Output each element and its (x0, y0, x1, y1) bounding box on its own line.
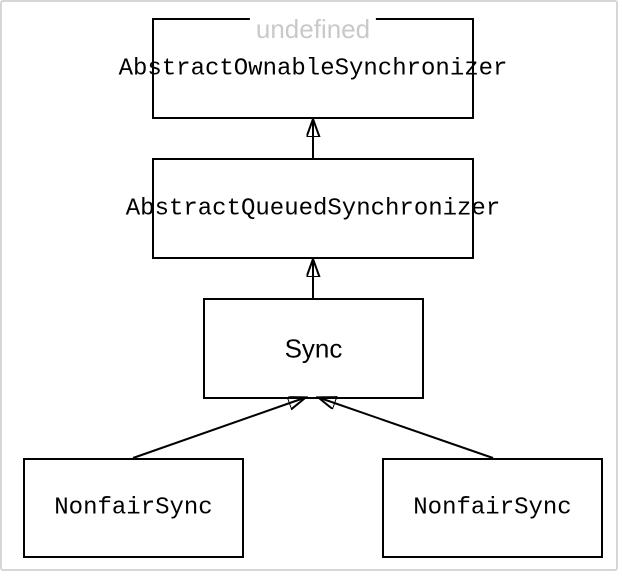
class-node-nonfairsync-left: NonfairSync (23, 458, 244, 558)
class-node-label: AbstractQueuedSynchronizer (125, 195, 501, 222)
class-node-label: Sync (284, 333, 343, 363)
diagram-frame (0, 0, 618, 571)
class-node-label: NonfairSync (413, 494, 572, 522)
undefined-watermark-label: undefined (249, 16, 377, 42)
class-node-sync: Sync (203, 298, 424, 399)
class-node-label: AbstractOwnableSynchronizer (118, 55, 508, 82)
class-node-abstract-ownable-synchronizer: undefined AbstractOwnableSynchronizer (119, 16, 507, 119)
class-node-nonfairsync-right: NonfairSync (382, 458, 603, 558)
class-node-abstract-queued-synchronizer: AbstractQueuedSynchronizer (126, 158, 500, 259)
class-node-label: NonfairSync (54, 494, 213, 522)
